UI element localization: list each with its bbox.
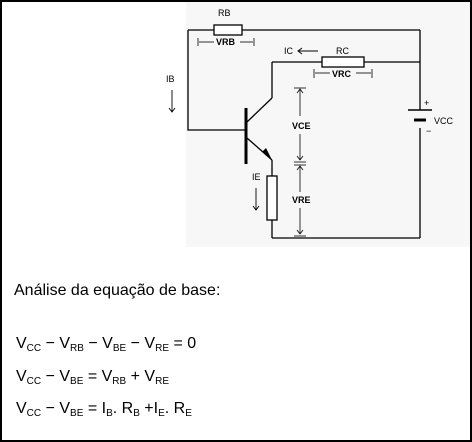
equation-term: − V: [83, 335, 113, 352]
equation-subscript: RB: [112, 376, 127, 387]
rb-label: RB: [218, 8, 231, 18]
section-title: Análise da equação de base:: [14, 282, 221, 299]
ib-arrow-icon: [168, 90, 176, 113]
battery-minus-sign: −: [426, 126, 431, 136]
equation-term: V: [16, 400, 27, 417]
equation-term: = I: [83, 400, 107, 417]
equation-subscript: CC: [26, 408, 42, 419]
equation-term: . R: [164, 400, 186, 417]
resistor-re: [266, 175, 278, 221]
emitter-arrow-icon: [262, 148, 272, 160]
equation-subscript: E: [158, 408, 165, 419]
vrb-dimension: [197, 38, 255, 46]
ic-label: IC: [284, 46, 294, 56]
vrc-dimension: [313, 69, 373, 78]
ie-label: IE: [252, 172, 261, 182]
equation-term: = 0: [169, 335, 197, 352]
equation-term: − V: [126, 335, 156, 352]
diagram-background: [186, 2, 470, 247]
rc-label: RC: [336, 46, 349, 56]
vcc-label: VCC: [434, 116, 454, 126]
equation-term: +I: [139, 400, 159, 417]
equation-subscript: BE: [112, 343, 127, 354]
resistor-rb: [213, 24, 243, 36]
battery-plus-sign: +: [424, 98, 429, 108]
equation-subscript: RE: [155, 343, 169, 354]
equation-subscript: CC: [26, 376, 42, 387]
base-wire: [187, 30, 246, 131]
equation-term: V: [16, 368, 27, 385]
circuit-diagram: + − VCC RB VRB IC RC VRC IB: [166, 2, 470, 247]
equation-1: VCC − VRB − VBE − VRE = 0: [16, 335, 196, 354]
equation-term: − V: [41, 335, 71, 352]
equation-subscript: RE: [155, 376, 169, 387]
equation-subscript: B: [133, 408, 140, 419]
equation-3: VCC − VBE = IB. RB +IE. RE: [16, 400, 192, 419]
equation-term: − V: [41, 400, 71, 417]
npn-transistor: [244, 97, 273, 164]
resistor-rc: [321, 56, 365, 68]
equation-subscript: BE: [70, 376, 84, 387]
equation-term: − V: [41, 368, 71, 385]
equation-term: = V: [83, 368, 113, 385]
vce-dimension: [294, 87, 306, 163]
equation-subscript: E: [185, 408, 192, 419]
equation-2: VCC − VBE = VRB + VRE: [16, 368, 169, 387]
equation-subscript: RB: [70, 343, 84, 354]
ie-arrow-icon: [252, 188, 260, 211]
circuit-wires: [187, 29, 421, 239]
equation-term: + V: [126, 368, 156, 385]
vrc-label: VRC: [332, 69, 352, 79]
vre-label: VRE: [292, 195, 311, 205]
equation-subscript: B: [106, 408, 113, 419]
equation-term: V: [16, 335, 27, 352]
vce-label: VCE: [292, 121, 311, 131]
equation-term: . R: [112, 400, 134, 417]
ic-arrow-icon: [297, 47, 318, 55]
vrb-label: VRB: [216, 37, 236, 47]
equation-subscript: BE: [70, 408, 84, 419]
ib-label: IB: [166, 74, 175, 84]
equation-subscript: CC: [26, 343, 42, 354]
vre-dimension: [294, 164, 306, 237]
battery-vcc: [408, 109, 432, 122]
